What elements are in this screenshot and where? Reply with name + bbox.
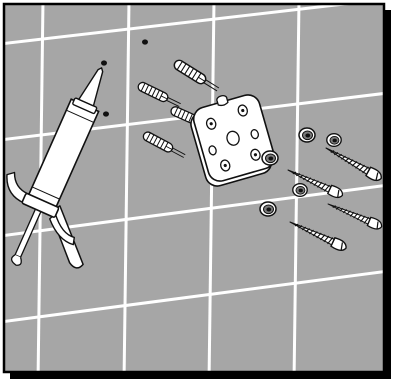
washer: [327, 134, 341, 147]
drill-hole: [101, 60, 107, 65]
drill-hole: [142, 39, 148, 44]
washer: [262, 151, 278, 165]
drill-hole: [103, 111, 109, 116]
washer: [260, 202, 276, 216]
washer: [293, 184, 307, 197]
washer: [299, 128, 315, 142]
